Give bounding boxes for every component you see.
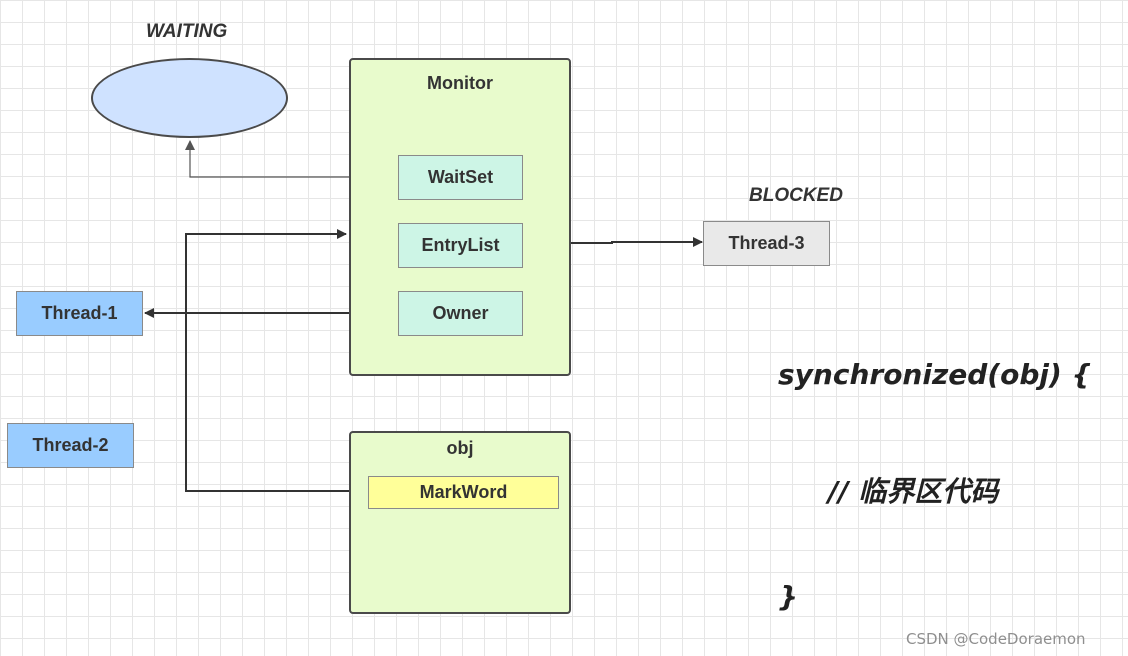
markword-slot: MarkWord: [368, 476, 559, 509]
waiting-state-label: WAITING: [146, 21, 228, 42]
code-line-comment: // 临界区代码: [828, 475, 999, 508]
thread-3-node: Thread-3: [703, 221, 830, 266]
blocked-state-label: BLOCKED: [749, 185, 843, 206]
waiting-ellipse: [91, 58, 288, 138]
thread-1-node: Thread-1: [16, 291, 143, 336]
code-line-closing-brace: }: [778, 580, 798, 613]
waitset-slot: WaitSet: [398, 155, 523, 200]
markword-to-monitor-arrow: [185, 229, 368, 492]
entrylist-slot: EntryList: [398, 223, 523, 268]
obj-title: obj: [446, 438, 474, 458]
watermark: CSDN @CodeDoraemon: [906, 630, 1086, 648]
obj-box: obj: [349, 431, 571, 614]
owner-slot: Owner: [398, 291, 523, 336]
monitor-title: Monitor: [427, 73, 493, 93]
code-line-synchronized: synchronized(obj) {: [778, 358, 1092, 391]
thread-2-node: Thread-2: [7, 423, 134, 468]
